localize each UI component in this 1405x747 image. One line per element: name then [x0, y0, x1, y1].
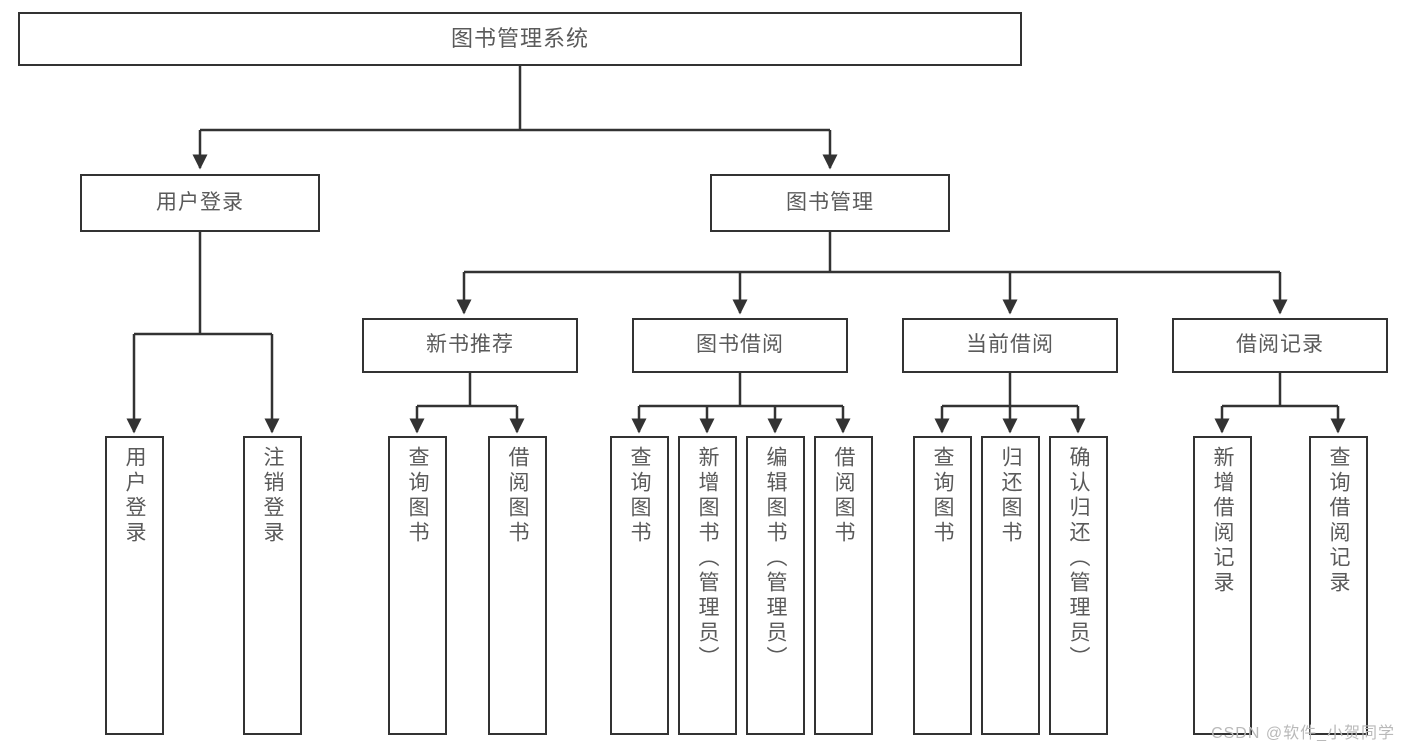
node-label: 查询图书 [931, 446, 954, 546]
node-label: 借阅记录 [1236, 333, 1324, 357]
node-label: 归还图书 [999, 446, 1022, 546]
leaf-add-borrow-record[interactable]: 新增借阅记录 [1193, 436, 1252, 735]
leaf-return-book[interactable]: 归还图书 [981, 436, 1040, 735]
node-label: 借阅图书 [506, 446, 529, 546]
node-label: 当前借阅 [966, 333, 1054, 357]
node-label: 新增图书（管理员） [696, 446, 719, 671]
node-label: 新增借阅记录 [1211, 446, 1234, 596]
leaf-user-login[interactable]: 用户登录 [105, 436, 164, 735]
leaf-borrow-book[interactable]: 借阅图书 [814, 436, 873, 735]
node-label: 图书借阅 [696, 333, 784, 357]
leaf-logout[interactable]: 注销登录 [243, 436, 302, 735]
node-label: 图书管理系统 [450, 26, 589, 52]
leaf-confirm-return-admin[interactable]: 确认归还（管理员） [1049, 436, 1108, 735]
leaf-add-book-admin[interactable]: 新增图书（管理员） [678, 436, 737, 735]
leaf-query-book-current[interactable]: 查询图书 [913, 436, 972, 735]
node-label: 新书推荐 [426, 333, 514, 357]
node-label: 查询借阅记录 [1327, 446, 1350, 596]
leaf-borrow-book-recommendation[interactable]: 借阅图书 [488, 436, 547, 735]
node-root-book-management-system[interactable]: 图书管理系统 [18, 12, 1022, 66]
node-book-borrowing[interactable]: 图书借阅 [632, 318, 848, 373]
node-label: 图书管理 [786, 190, 874, 214]
node-label: 注销登录 [261, 446, 284, 546]
leaf-edit-book-admin[interactable]: 编辑图书（管理员） [746, 436, 805, 735]
node-label: 确认归还（管理员） [1067, 446, 1090, 671]
node-label: 借阅图书 [832, 446, 855, 546]
node-label: 查询图书 [628, 446, 651, 546]
node-label: 查询图书 [406, 446, 429, 546]
node-borrowing-record[interactable]: 借阅记录 [1172, 318, 1388, 373]
node-label: 用户登录 [123, 446, 146, 546]
node-book-management[interactable]: 图书管理 [710, 174, 950, 232]
leaf-query-borrow-record[interactable]: 查询借阅记录 [1309, 436, 1368, 735]
node-user-login[interactable]: 用户登录 [80, 174, 320, 232]
leaf-query-book-borrowing[interactable]: 查询图书 [610, 436, 669, 735]
node-label: 编辑图书（管理员） [764, 446, 787, 671]
node-new-book-recommendation[interactable]: 新书推荐 [362, 318, 578, 373]
node-current-borrowing[interactable]: 当前借阅 [902, 318, 1118, 373]
watermark-text: CSDN @软件_小贺同学 [1211, 725, 1395, 742]
leaf-query-book-recommendation[interactable]: 查询图书 [388, 436, 447, 735]
node-label: 用户登录 [156, 190, 244, 214]
